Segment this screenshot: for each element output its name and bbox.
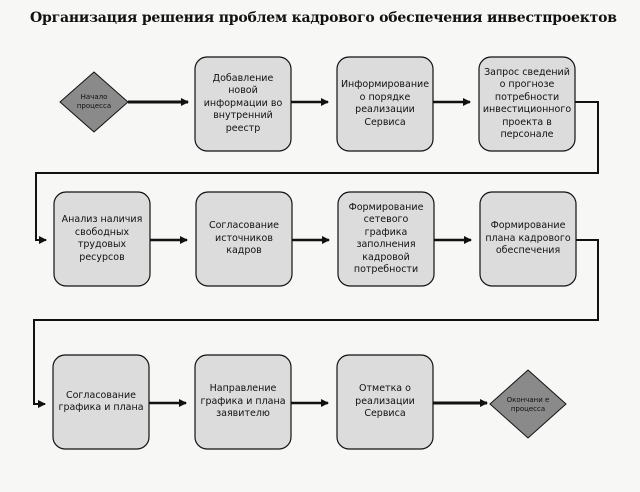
box-r2-s3-label: Формирование сетевого графика заполнения… (348, 201, 424, 276)
box-r2-s1-label: Анализ наличия свободных трудовых ресурс… (61, 214, 143, 263)
box-r3-s1-label: Согласование графика и плана (58, 389, 144, 414)
box-r1-s1 (194, 56, 292, 152)
connector-r2s4-to-r3s1 (33, 239, 599, 408)
box-r1-s2 (336, 56, 434, 152)
start-label: Начало процесса (76, 93, 112, 110)
diagram-title: Организация решения проблем кадрового об… (30, 10, 617, 26)
box-r2-s2-label: Согласование источников кадров (208, 220, 280, 257)
end-diamond (489, 369, 567, 439)
box-r1-s3 (478, 56, 576, 152)
box-r3-s3-label: Отметка о реализации Сервиса (355, 383, 415, 420)
box-r1-s3-label: Запрос сведений о прогнозе потребности и… (482, 66, 572, 141)
box-r1-s1-label: Добавление новой информации во внутренни… (203, 72, 283, 134)
connector-r1s3-to-r2s1 (35, 101, 599, 244)
box-r3-s2-label: Направление графика и плана заявителю (200, 383, 286, 420)
box-r2-s4-label: Формирование плана кадрового обеспечения (485, 220, 571, 257)
end-label: Окончани е процесса (506, 396, 550, 413)
start-diamond (59, 71, 129, 133)
box-r1-s2-label: Информирование о порядке реализации Серв… (340, 79, 430, 128)
